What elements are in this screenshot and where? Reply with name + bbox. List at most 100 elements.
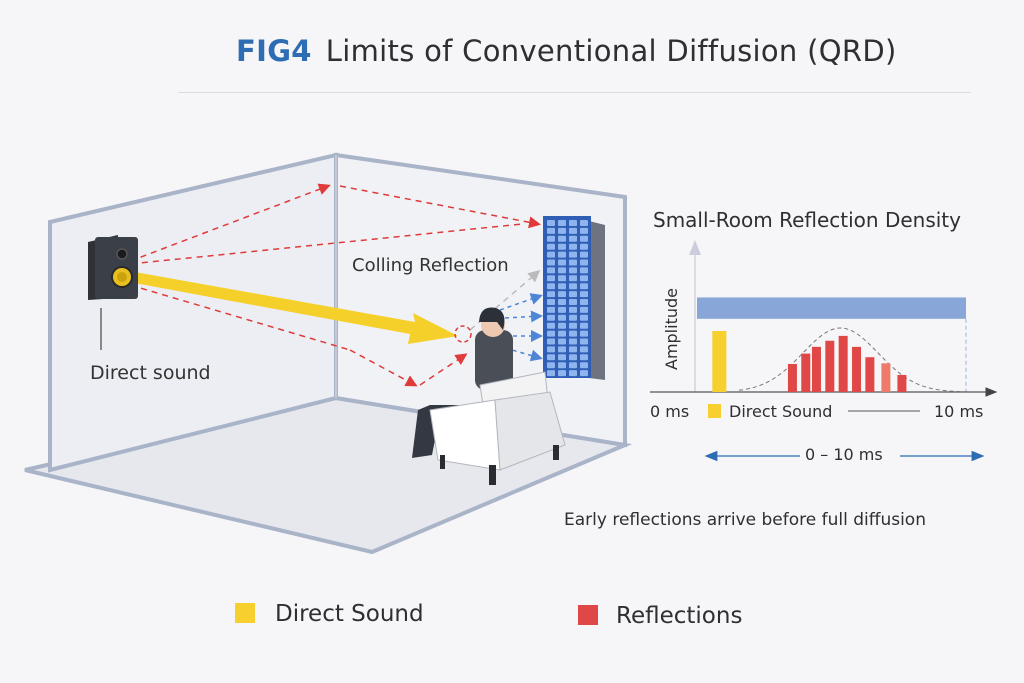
diffuser-cell: [569, 291, 577, 298]
figure-title-text: Limits of Conventional Diffusion (QRD): [325, 34, 897, 68]
diffuser-cell: [580, 322, 588, 329]
chart-annotation: Early reflections arrive before full dif…: [564, 510, 926, 530]
diffuser-cell: [580, 251, 588, 258]
envelope-curve: [738, 327, 967, 393]
legend-label-direct: Direct Sound: [275, 601, 424, 627]
diffuser-cell: [569, 275, 577, 282]
diffuser-cell: [558, 306, 566, 313]
figure-title: FIG4 Limits of Conventional Diffusion (QR…: [236, 34, 897, 68]
diffuser-cell: [558, 338, 566, 345]
diffuser-cell: [580, 267, 588, 274]
diffuser-cell: [547, 259, 555, 266]
diffuser-cell: [569, 354, 577, 361]
diffuser-cell: [558, 322, 566, 329]
bar-reflection: [811, 346, 821, 392]
diffuser-cell: [558, 220, 566, 226]
diffuser-cell: [580, 338, 588, 345]
diffuser-cell: [558, 235, 566, 242]
diffuser-cell: [580, 275, 588, 282]
diffuser-cell: [558, 227, 566, 234]
bar-direct-sound: [712, 331, 727, 392]
diffuser-cell: [547, 275, 555, 282]
diffuser-cell: [558, 251, 566, 258]
diffuser-cell: [580, 346, 588, 353]
diffuser-cell: [569, 235, 577, 242]
legend-swatch-reflections: [578, 605, 598, 625]
diffuser-cell: [558, 267, 566, 274]
diffuser-cell: [547, 370, 555, 377]
diffuser-cell: [580, 243, 588, 250]
qrd-diffuser-panel: [543, 216, 605, 380]
diffuser-cell: [558, 291, 566, 298]
diffuser-cell: [569, 227, 577, 234]
diffuser-cell: [580, 259, 588, 266]
diffuser-cell: [569, 299, 577, 305]
diffuser-cell: [569, 283, 577, 290]
diffuser-cell: [580, 330, 588, 337]
x-tick-start: 0 ms: [650, 402, 690, 421]
diffuser-cell: [547, 322, 555, 329]
diffuser-cell: [558, 362, 566, 369]
diffuser-cell: [547, 243, 555, 250]
diffuser-cell: [558, 259, 566, 266]
direct-sound-axis-label: Direct Sound: [729, 402, 833, 421]
title-divider: [178, 92, 971, 93]
diffuser-cell: [547, 346, 555, 353]
legend-label-reflections: Reflections: [616, 603, 743, 629]
diffuser-cell: [547, 354, 555, 361]
diffuser-cell: [569, 306, 577, 313]
direct-sound-label: Direct sound: [90, 362, 211, 384]
diffuser-cell: [569, 362, 577, 369]
bar-reflection: [865, 357, 875, 392]
diffuser-cell: [547, 283, 555, 290]
diffuser-cell: [558, 275, 566, 282]
x-tick-end: 10 ms: [934, 402, 984, 421]
bar-reflection: [852, 346, 862, 392]
diffuser-cell: [547, 251, 555, 258]
diffuser-cell: [547, 362, 555, 369]
chart-title: Small-Room Reflection Density: [653, 208, 961, 232]
diffuser-cell: [547, 235, 555, 242]
diffuser-cell: [569, 220, 577, 226]
diffuser-cell: [569, 338, 577, 345]
ear-wave-icon: [454, 325, 472, 343]
diffuser-cell: [558, 354, 566, 361]
bar-reflection: [881, 363, 891, 392]
diffuser-cell: [558, 299, 566, 305]
bar-reflection: [825, 340, 835, 392]
diffuser-cell: [547, 338, 555, 345]
diffuser-cell: [580, 370, 588, 377]
diffuser-cell: [569, 314, 577, 321]
diffuser-cell: [547, 306, 555, 313]
diffuser-cell: [547, 220, 555, 226]
direct-sound-swatch: [708, 404, 721, 418]
diffuser-cell: [558, 283, 566, 290]
bar-reflection: [897, 374, 907, 392]
diffuser-cell: [580, 299, 588, 305]
diffuser-cell: [547, 330, 555, 337]
range-label: 0 – 10 ms: [801, 445, 887, 464]
figure-number: FIG4: [236, 34, 312, 68]
diffusion-band: [697, 297, 966, 319]
diffuser-cell: [580, 283, 588, 290]
diffuser-cell: [547, 291, 555, 298]
diffuser-cell: [580, 235, 588, 242]
diffuser-cell: [558, 314, 566, 321]
diffuser-cell: [547, 314, 555, 321]
direct-sound-arrow: [118, 269, 458, 344]
diffuser-cell: [558, 370, 566, 377]
diffuser-cell: [558, 330, 566, 337]
diffuser-cell: [580, 220, 588, 226]
ceiling-reflection-label: Colling Reflection: [352, 255, 509, 276]
diffuser-rays: [499, 293, 543, 362]
diffuser-cell: [580, 314, 588, 321]
diffuser-cell: [580, 291, 588, 298]
reflection-rays: [119, 183, 541, 387]
diffuser-cell: [580, 354, 588, 361]
diffuser-cell: [569, 322, 577, 329]
diffuser-cell: [569, 251, 577, 258]
bar-reflection: [838, 335, 848, 392]
diffuser-cell: [580, 362, 588, 369]
